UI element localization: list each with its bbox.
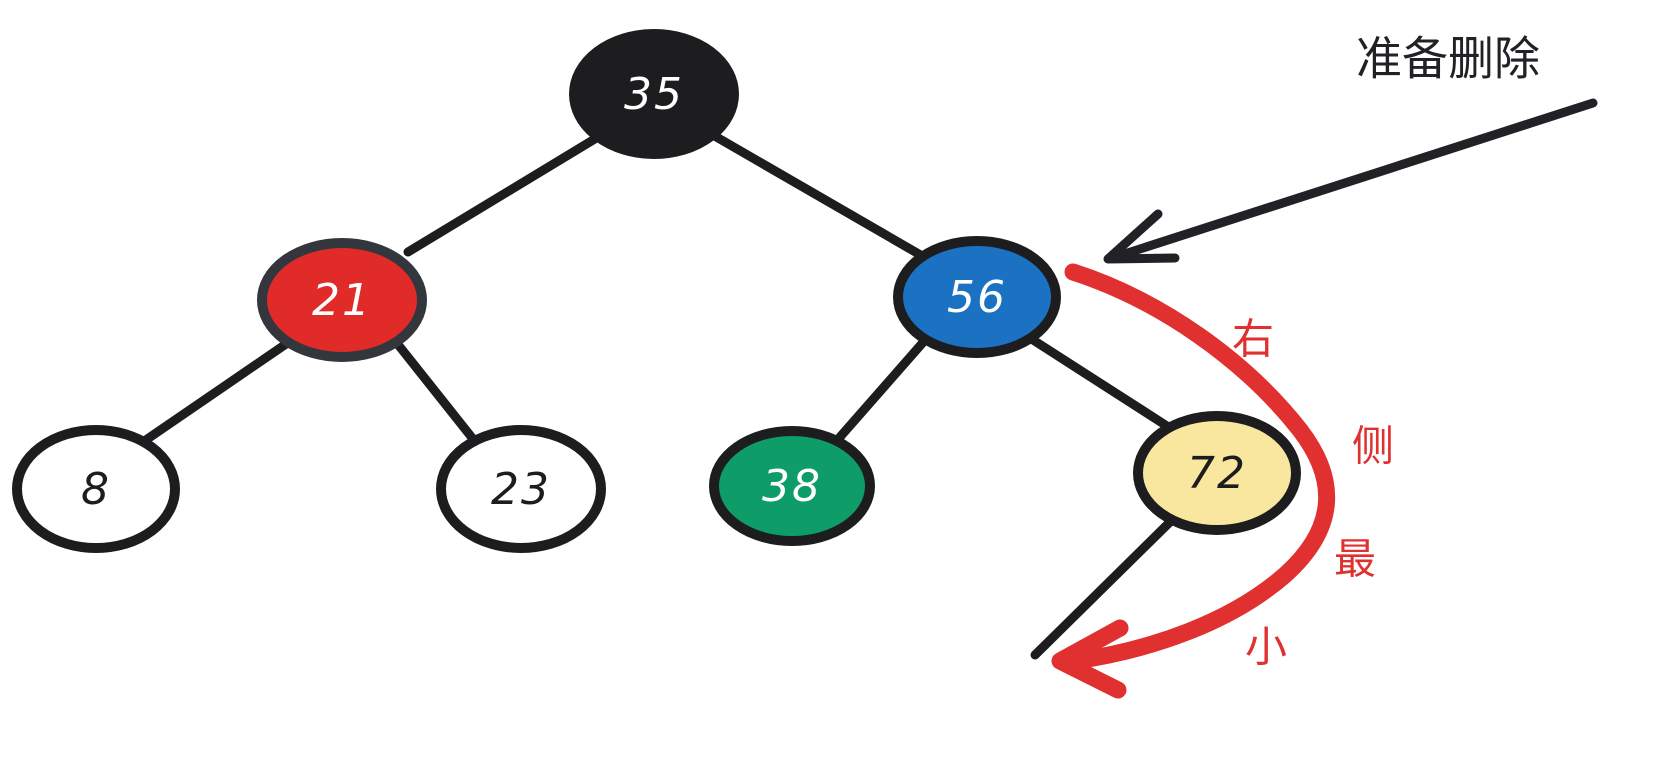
tree-node-38-value: 38 [762, 461, 822, 512]
red-curve-path [1064, 263, 1336, 670]
red-highlight-curve-arrow [1051, 263, 1336, 699]
tree-node-8-shape[interactable] [12, 425, 180, 553]
edge-72-to-left-child [1030, 515, 1177, 660]
edge-35-to-21 [403, 132, 603, 257]
tree-node-21-value: 21 [312, 275, 372, 326]
annotation-char-smallest: 小 [1245, 623, 1287, 672]
tree-node-23[interactable]: 23 [436, 425, 606, 553]
annotation-char-right: 右 [1232, 315, 1274, 364]
tree-node-8[interactable]: 8 [12, 425, 180, 553]
tree-node-35-value: 35 [624, 69, 684, 120]
tree-node-56-shape[interactable] [893, 236, 1061, 358]
pointer-arrowhead [1103, 209, 1180, 264]
tree-node-8-value: 8 [81, 464, 111, 515]
tree-node-23-shape[interactable] [436, 425, 606, 553]
tree-node-56[interactable]: 56 [893, 236, 1061, 358]
annotation-char-side: 侧 [1352, 422, 1394, 471]
tree-node-21-shape[interactable] [257, 238, 427, 362]
tree-node-56-value: 56 [947, 272, 1007, 323]
tree-node-23-value: 23 [491, 464, 551, 515]
annotation-prepare-to-delete: 准备删除 [1356, 32, 1540, 86]
tree-node-35[interactable]: 35 [569, 29, 739, 159]
edge-56-to-38 [835, 334, 931, 442]
tree-node-38[interactable]: 38 [709, 426, 875, 546]
tree-node-35-shape[interactable] [569, 29, 739, 159]
edge-21-to-8 [135, 339, 291, 449]
nodes-layer: 35 21 56 8 23 38 72 [12, 29, 1301, 553]
edges-layer [135, 126, 1177, 660]
tree-node-72-shape[interactable] [1133, 411, 1301, 535]
edge-21-to-23 [391, 337, 482, 449]
pointer-arrow-shaft [1107, 98, 1598, 263]
tree-node-21[interactable]: 21 [257, 238, 427, 362]
tree-node-38-shape[interactable] [709, 426, 875, 546]
annotation-char-most: 最 [1334, 535, 1376, 584]
tree-node-72[interactable]: 72 [1133, 411, 1301, 535]
red-arrowhead [1051, 619, 1129, 699]
tree-node-72-value: 72 [1187, 448, 1247, 499]
pointer-arrow-to-node-56 [1103, 98, 1598, 264]
edge-56-to-72 [1025, 333, 1175, 433]
edge-35-to-56 [701, 126, 929, 262]
